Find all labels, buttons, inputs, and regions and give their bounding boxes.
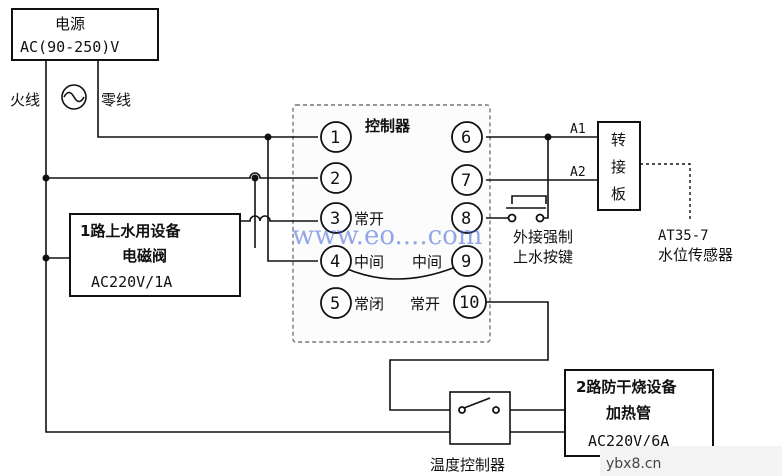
terminal-9-label: 中间	[412, 253, 442, 271]
svg-text:1路上水用设备: 1路上水用设备	[80, 222, 181, 240]
terminal-1: 1	[320, 121, 352, 153]
neutral-wire-label: 零线	[101, 91, 131, 109]
terminal-7: 7	[451, 164, 483, 196]
push-button-label-1: 外接强制	[513, 228, 573, 246]
svg-text:2: 2	[330, 169, 340, 189]
sensor-name: 水位传感器	[658, 246, 733, 264]
thermostat-switch-icon	[458, 397, 500, 414]
svg-text:7: 7	[461, 171, 471, 191]
svg-text:转: 转	[611, 131, 626, 149]
svg-text:接: 接	[611, 158, 626, 176]
svg-text:6: 6	[461, 128, 471, 148]
push-button-label-2: 上水按键	[513, 248, 573, 266]
watermark-corner: ybx8.cn	[606, 456, 661, 472]
terminal-6: 6	[451, 121, 483, 153]
svg-text:9: 9	[461, 252, 471, 272]
terminal-8: 8	[451, 202, 483, 234]
svg-text:1: 1	[330, 128, 340, 148]
device-2-box: 2路防干烧设备 加热管 AC220V/6A	[564, 369, 714, 457]
svg-text:8: 8	[461, 209, 471, 229]
watermark-center: www.eo....com	[292, 221, 482, 251]
adapter-board: 转 接 板	[597, 121, 641, 211]
svg-text:AC220V/1A: AC220V/1A	[91, 273, 172, 291]
terminal-5-label: 常闭	[354, 295, 384, 313]
terminal-4-label: 中间	[354, 253, 384, 271]
svg-text:AC220V/6A: AC220V/6A	[588, 432, 669, 450]
terminal-4: 4	[320, 245, 352, 277]
device-1-box: 1路上水用设备 电磁阀 AC220V/1A	[69, 213, 241, 297]
wires	[45, 60, 691, 445]
junction-dots	[42, 133, 552, 262]
svg-text:3: 3	[330, 209, 340, 229]
terminal-3: 3	[320, 202, 352, 234]
thermostat-label: 温度控制器	[430, 456, 505, 474]
terminal-10: 10	[453, 285, 487, 319]
power-supply-box: 电源 AC(90-250)V	[11, 8, 159, 61]
terminal-10-label: 常开	[410, 295, 440, 313]
power-spec: AC(90-250)V	[20, 38, 119, 56]
svg-text:10: 10	[459, 293, 479, 313]
svg-text:2路防干烧设备: 2路防干烧设备	[576, 378, 677, 396]
svg-text:电磁阀: 电磁阀	[122, 247, 167, 265]
a2-label: A2	[570, 165, 586, 180]
svg-text:4: 4	[330, 252, 340, 272]
ac-source-icon	[61, 84, 87, 110]
svg-text:5: 5	[330, 294, 340, 314]
controller-title: 控制器	[365, 117, 411, 135]
push-button-icon	[506, 207, 546, 223]
svg-text:板: 板	[611, 185, 626, 203]
svg-text:加热管: 加热管	[605, 404, 651, 422]
terminal-5: 5	[320, 287, 352, 319]
terminal-3-label: 常开	[354, 210, 384, 228]
live-wire-label: 火线	[10, 91, 40, 109]
terminal-9: 9	[451, 245, 483, 277]
a1-label: A1	[570, 122, 586, 137]
terminal-2: 2	[320, 162, 352, 194]
sensor-model: AT35-7	[658, 228, 709, 244]
power-title: 电源	[55, 15, 85, 33]
